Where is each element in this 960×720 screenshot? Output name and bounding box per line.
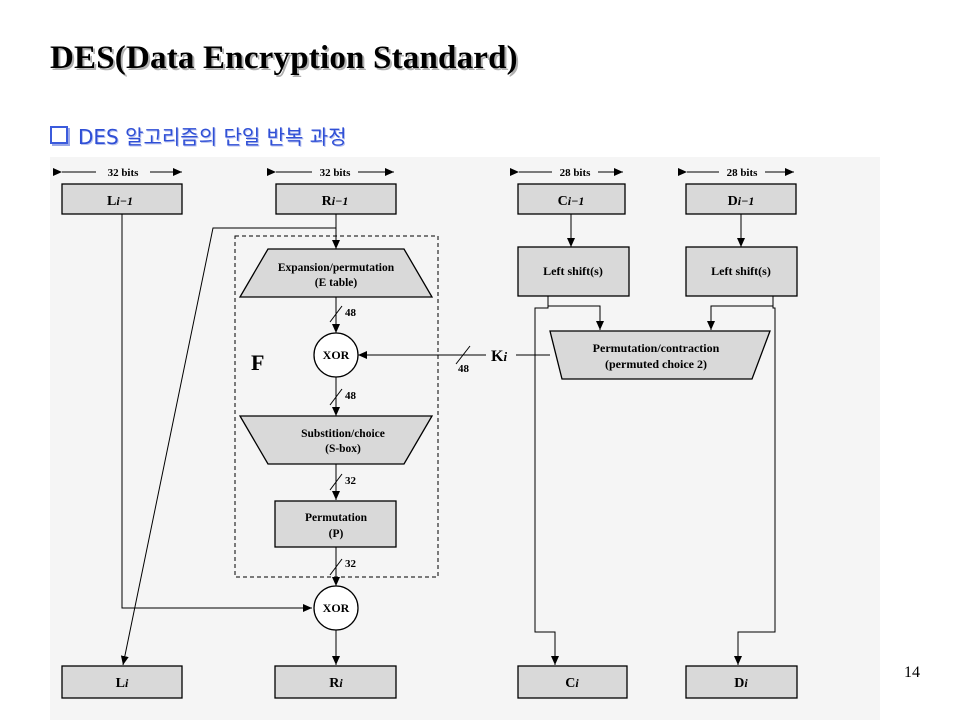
r-input-arrow <box>120 214 340 666</box>
xor-combine: XOR <box>313 585 359 631</box>
svg-text:(P): (P) <box>329 528 344 540</box>
width-indicator-c: 28 bits <box>510 167 623 179</box>
svg-text:32: 32 <box>345 558 357 570</box>
page-number: 14 <box>904 664 920 681</box>
svg-text:Li−1: Li−1 <box>107 194 133 209</box>
svg-text:Left shift(s): Left shift(s) <box>543 264 603 278</box>
svg-text:Di: Di <box>734 676 748 691</box>
subtitle: DES 알고리즘의 단일 반복 과정 <box>50 120 347 150</box>
svg-text:Permutation: Permutation <box>305 512 368 524</box>
subtitle-text: DES 알고리즘의 단일 반복 과정 <box>78 124 347 149</box>
hollow-square-bullet-icon <box>50 126 68 144</box>
expansion-permutation-box: Expansion/permutation (E table) <box>238 248 434 298</box>
svg-text:XOR: XOR <box>323 601 350 615</box>
f-function-label: F <box>251 350 264 375</box>
svg-text:Expansion/permutation: Expansion/permutation <box>278 262 395 274</box>
e-to-xor-arrow: 48 <box>329 297 357 333</box>
svg-text:32: 32 <box>345 475 357 487</box>
svg-text:Left shift(s): Left shift(s) <box>711 264 771 278</box>
input-box-c: Ci−1 <box>517 183 626 215</box>
permuted-choice-2-box: Permutation/contraction (permuted choice… <box>549 330 771 380</box>
input-box-r: Ri−1 <box>275 183 397 215</box>
svg-text:(S-box): (S-box) <box>325 443 361 455</box>
svg-text:Permutation/contraction: Permutation/contraction <box>593 341 720 355</box>
width-label-d: 28 bits <box>727 167 759 179</box>
width-label-c: 28 bits <box>560 167 592 179</box>
xor-key-mixer: XOR <box>313 332 359 378</box>
svg-text:Ri: Ri <box>329 676 343 691</box>
svg-text:Di−1: Di−1 <box>728 194 755 209</box>
key-ki-arrow: 48 Ki <box>358 343 550 375</box>
substitution-sbox: Substition/choice (S-box) <box>238 415 434 465</box>
svg-text:Substition/choice: Substition/choice <box>301 428 385 440</box>
svg-text:Ri−1: Ri−1 <box>322 194 349 209</box>
figure-background <box>50 157 880 720</box>
svg-text:Ci−1: Ci−1 <box>558 194 585 209</box>
svg-text:Li: Li <box>116 676 129 691</box>
width-label-r: 32 bits <box>320 167 352 179</box>
width-label-l: 32 bits <box>108 167 140 179</box>
svg-text:(permuted choice 2): (permuted choice 2) <box>605 357 707 371</box>
svg-text:48: 48 <box>345 390 357 402</box>
svg-text:(E table): (E table) <box>315 277 358 289</box>
width-indicator-l: 32 bits <box>53 167 182 179</box>
width-indicator-d: 28 bits <box>678 167 794 179</box>
left-shift-box-c: Left shift(s) <box>517 246 630 297</box>
svg-text:XOR: XOR <box>323 348 350 362</box>
width-indicator-r: 32 bits <box>267 167 394 179</box>
input-box-d: Di−1 <box>685 183 797 215</box>
input-box-l: Li−1 <box>61 183 183 215</box>
left-shift-box-d: Left shift(s) <box>685 246 798 297</box>
svg-text:Ci: Ci <box>565 676 579 691</box>
key-ki-label: Ki <box>491 348 507 365</box>
shift-c-to-ci-arrow <box>534 296 559 665</box>
svg-text:48: 48 <box>458 363 470 375</box>
sbox-to-permutation-arrow: 32 <box>329 464 357 500</box>
output-box-l: Li <box>61 665 183 699</box>
output-box-c: Ci <box>517 665 628 699</box>
svg-text:48: 48 <box>345 307 357 319</box>
slide-title: DES(Data Encryption Standard) <box>50 40 518 76</box>
output-box-d: Di <box>685 665 798 699</box>
shift-d-to-di-arrow <box>734 296 776 665</box>
permutation-to-xor-arrow: 32 <box>329 547 357 586</box>
output-box-r: Ri <box>274 665 397 699</box>
permutation-p-box: Permutation (P) <box>274 500 397 548</box>
xor-to-sbox-arrow: 48 <box>329 377 357 416</box>
l-to-xor-arrow <box>121 214 312 612</box>
